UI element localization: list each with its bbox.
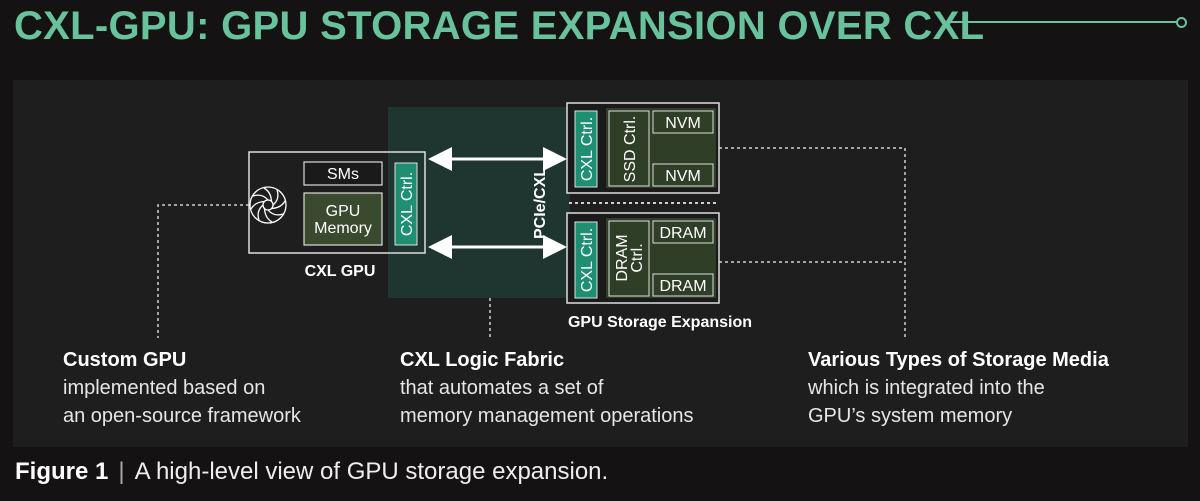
cxl-logic-fabric xyxy=(388,107,570,298)
description-line: memory management operations xyxy=(400,405,694,427)
description-line: that automates a set of xyxy=(400,377,604,399)
gpu-cxl-ctrl xyxy=(394,162,418,246)
dram-cxl-ctrl xyxy=(574,221,598,299)
storage-expansion-label: GPU Storage Expansion xyxy=(568,314,752,331)
pcie-cxl-label: PCIe/CXL xyxy=(532,167,549,239)
title-rule-end xyxy=(1176,17,1187,28)
dram-block xyxy=(652,220,714,244)
nvm-label: NVM xyxy=(665,168,701,185)
gpu-memory-label: Memory xyxy=(314,220,372,237)
description-line: which is integrated into the xyxy=(808,377,1045,399)
page-title: CXL-GPU: GPU STORAGE EXPANSION OVER CXL xyxy=(14,4,985,48)
description-heading: Custom GPU xyxy=(63,349,187,371)
ssd-cxl-ctrl-label: CXL Ctrl. xyxy=(579,117,596,181)
description-heading: Various Types of Storage Media xyxy=(808,349,1109,371)
figure-label: Figure 1 xyxy=(15,458,109,485)
description-custom-gpu: Custom GPU implemented based on an open-… xyxy=(63,346,301,430)
nvm-label: NVM xyxy=(665,115,701,132)
cxl-gpu-frame xyxy=(248,151,426,254)
description-storage-media: Various Types of Storage Media which is … xyxy=(808,346,1109,430)
sms-block xyxy=(303,161,383,186)
ssd-cxl-ctrl xyxy=(574,110,598,188)
dram-controller-label: Ctrl. xyxy=(629,243,646,272)
cxl-gpu-block: SMs GPU Memory CXL Ctrl. CXL GPU xyxy=(248,151,426,280)
dram-label: DRAM xyxy=(659,278,706,295)
nvm-block xyxy=(652,163,714,187)
cxl-gpu-label: CXL GPU xyxy=(305,263,376,280)
description-cxl-logic-fabric: CXL Logic Fabric that automates a set of… xyxy=(400,346,693,430)
dram-cxl-ctrl-label: CXL Ctrl. xyxy=(579,228,596,292)
ssd-controller-label: SSD Ctrl. xyxy=(622,116,639,183)
description-line: implemented based on xyxy=(63,377,266,399)
dram-controller xyxy=(608,220,650,297)
dram-unit: CXL Ctrl. DRAM Ctrl. DRAM DRAM xyxy=(566,212,720,304)
caption-text: A high-level view of GPU storage expansi… xyxy=(134,458,609,485)
gpu-fan-icon xyxy=(249,186,287,224)
dram-label: DRAM xyxy=(659,225,706,242)
gpu-memory-label: GPU xyxy=(326,203,361,220)
dashed-connectors xyxy=(157,147,906,338)
ssd-unit: CXL Ctrl. SSD Ctrl. NVM NVM xyxy=(566,102,720,194)
caption-separator: | xyxy=(118,458,125,485)
description-line: GPU’s system memory xyxy=(808,405,1013,427)
connector-storage xyxy=(719,147,906,338)
dram-block xyxy=(652,273,714,297)
figure-caption: Figure 1 | A high-level view of GPU storag… xyxy=(15,458,608,486)
gpu-memory-block xyxy=(303,192,383,246)
gpu-cxl-ctrl-label: CXL Ctrl. xyxy=(399,172,416,236)
description-heading: CXL Logic Fabric xyxy=(400,349,565,371)
nvm-block xyxy=(652,110,714,134)
connector-custom-gpu xyxy=(157,204,249,338)
sms-label: SMs xyxy=(327,166,359,183)
ssd-controller xyxy=(608,110,650,187)
description-line: an open-source framework xyxy=(63,405,301,427)
title-rule xyxy=(946,21,1178,23)
dram-controller-label: DRAM xyxy=(614,234,631,281)
